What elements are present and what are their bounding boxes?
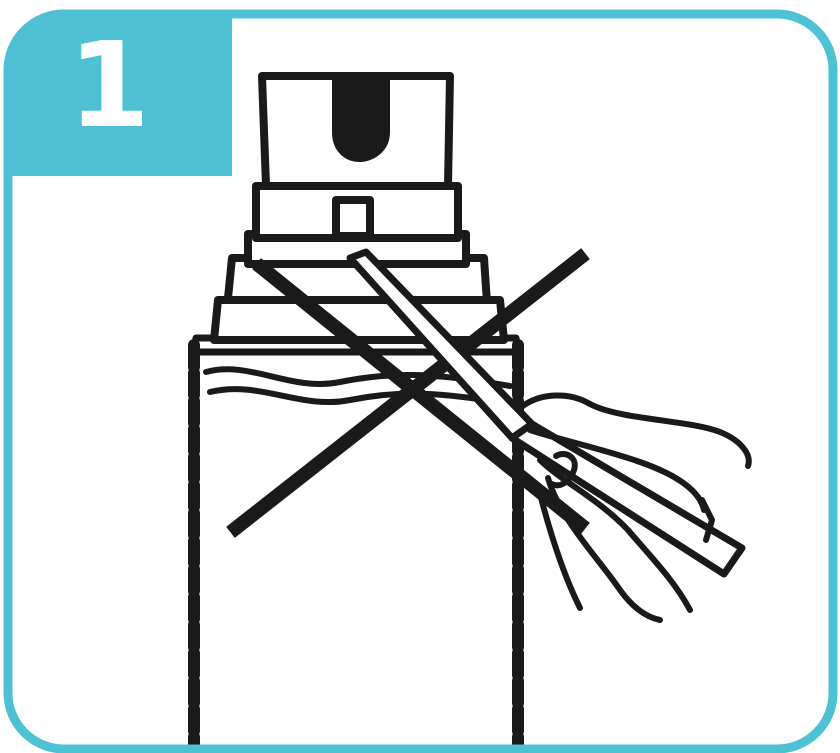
step-badge-background [8, 14, 232, 176]
aerosol-can [194, 338, 518, 753]
nozzle-icon [336, 78, 386, 158]
spray-cap [248, 76, 466, 264]
